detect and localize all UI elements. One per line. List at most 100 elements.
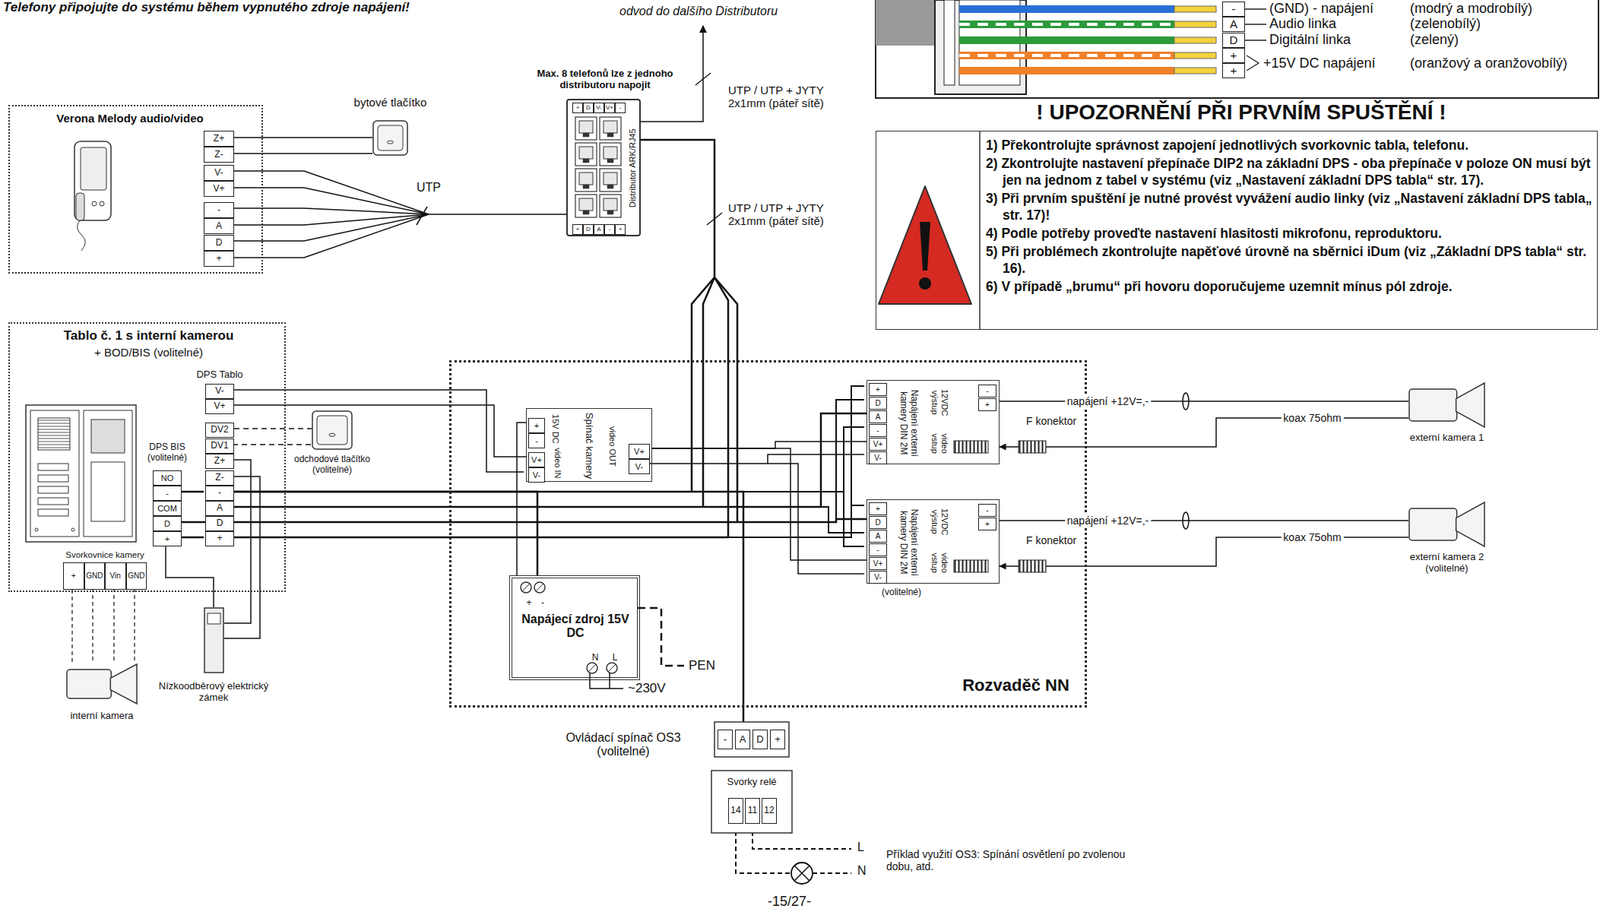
terminal-label: A [868,410,888,424]
terminal-label: 11 [744,798,761,824]
note-text: PEN [688,658,716,674]
door-panel-art [91,462,125,522]
door-panel-art [25,405,137,542]
terminal-label: + [1222,63,1246,79]
box-text: Napájecí zdroj 15V DC [518,608,633,644]
box-text: Svorky relé [714,775,789,789]
terminal-label: Z- [205,470,235,486]
warning-box: ! UPOZORNĚNÍ PŘI PRVNÍM SPUŠTĚNÍ !1) Pře… [875,130,1598,330]
relay-switch: Ovládací spínač OS3 (volitelné)-AD+Svork… [711,722,793,834]
static-wires [92,588,135,664]
screw-slot [608,664,616,672]
cam-part [1409,389,1458,422]
terminal-label: + [63,562,85,590]
box-text: - [536,598,549,609]
note-text: (zelený) [1409,31,1459,48]
rj-part [579,120,593,134]
camera: interní kamera [66,663,138,705]
wire-connector [234,139,729,538]
box-text: Max. 8 telefonů lze z jednoho distributo… [525,63,685,96]
note-text: Digitální linka [1269,31,1351,48]
wire-connector [234,413,867,507]
terminal-label: + [868,383,888,397]
cam-shape [1408,501,1486,548]
rotated-text: 12VDC výstup [929,383,949,423]
terminal-label: - [1222,1,1246,17]
terminal-label: A [205,500,235,517]
cam-shape [1408,382,1486,428]
terminal-label: NO [152,470,182,486]
box-text: N [588,652,602,664]
rj-part [575,117,597,140]
wire-connector [234,136,373,139]
terminal-label: D [205,516,235,532]
box-text: Napájení externí kamery DIN 2M [894,502,922,583]
door-panel-art [38,475,69,482]
cable-legend-art [944,0,955,86]
door-panel-art [91,419,125,454]
rj-part [607,133,614,137]
warning-sign-art [878,186,972,305]
indoor-phone-art [80,147,107,191]
box-text: video IN [548,445,568,481]
camera-switch: Spínač kamery15V DCvideo INvideo OUT+-V+… [525,408,653,482]
cabinet-frame: Spínač kamery15V DCvideo INvideo OUT+-V+… [449,360,1087,708]
terminal-label: + [572,102,583,114]
terminal-strip: DPS BIS (volitelné)NO-COMD+ [152,470,182,547]
os3-part [711,770,793,834]
terminal-label: DV2 [205,422,235,438]
cable-legend-art [959,5,1175,13]
btn-part [316,415,348,445]
static-wires [791,862,813,884]
rotated-text: video vstup [929,424,949,463]
box-text: + [522,598,536,609]
lock-part [204,608,224,673]
terminal-strip: Z+Z-V-V+-AD+ [203,130,235,268]
note-text: Příklad využití OS3: Spínání osvětlení p… [886,848,1138,873]
cable-legend-art [1174,67,1217,74]
terminal-label: A [868,529,888,543]
screw-slot [588,664,596,672]
terminal-label: D [582,102,594,114]
rj-part [582,133,590,137]
cable-legend-art [959,20,1175,29]
box-text: Ovládací spínač OS3 (volitelné) [542,728,704,762]
device-frame: Z+Z-V-V+-AD+Verona Melody audio/video [8,104,263,274]
box-text: DPS Tablo [193,368,247,381]
box-text: DPS BIS (volitelné) [136,438,199,468]
distributor: Max. 8 telefonů lze z jednoho distributo… [566,98,641,237]
terminal-label: V- [593,102,605,114]
box-text: 12VDC výstup [928,383,951,423]
terminal-label: - [205,485,235,501]
button-mark [387,140,394,144]
box-text: bytové tlačítko [342,95,439,110]
terminal-label: + [152,531,182,547]
terminal-label: Z+ [203,130,235,147]
terminal-label: + [203,250,235,267]
static-wires [649,454,865,574]
rj-part [575,168,597,192]
f-connector-art [1018,440,1046,454]
cable-legend-art [1174,21,1217,28]
note-text: (zelenobílý) [1409,15,1481,32]
box-text: 6) V případě „brumu“ při hovoru doporuču… [985,278,1594,296]
terminal-label: 14 [728,798,744,824]
terminal-strip: DPS TabloV-V+DV2DV1Z+Z--AD+ [205,383,235,547]
f-connector-art [953,440,1046,573]
edge-label: koax 75ohm [1280,411,1344,425]
terminal-label: A [203,218,235,235]
terminal-label: - [868,424,888,438]
cable-legend-art [1174,37,1217,44]
rotated-text: Distributor ARK/RJ45 [627,110,638,225]
box-text: video vstup [928,544,951,583]
box-text: + BOD/BIS (volitelné) [17,345,280,361]
static-wires [180,491,204,538]
note-text: -15/27- [767,893,812,910]
terminal-label: - [152,485,182,501]
btn-shape [311,410,353,450]
camera-lens [1456,383,1485,428]
cable-legend-art [959,53,1175,58]
f-connector-art [953,440,989,454]
terminal-strip: Svorkovnice kamery+GNDVinGND [63,562,147,590]
door-panel-art [38,509,69,517]
